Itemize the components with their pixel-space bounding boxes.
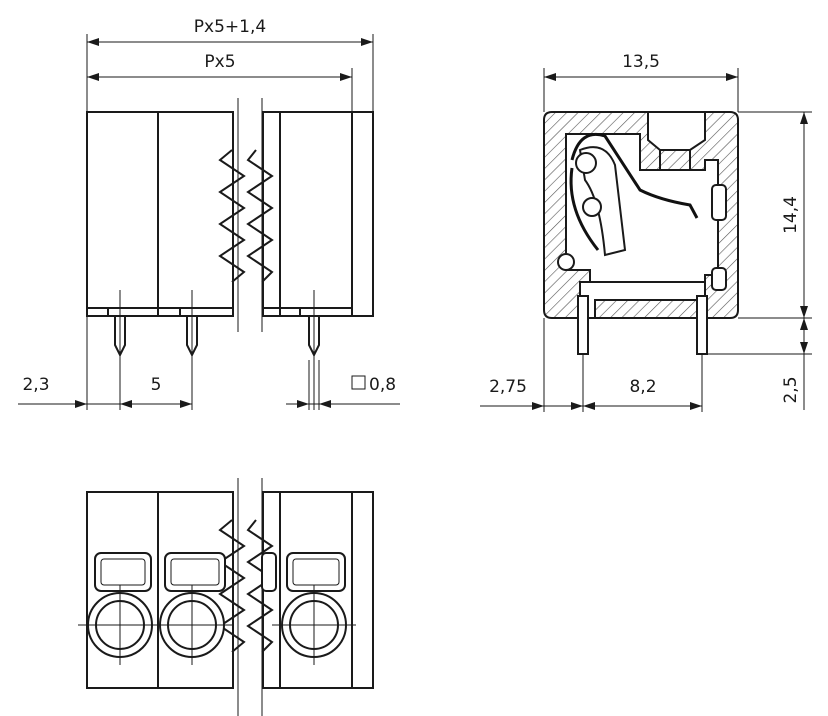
dim-pin-size: 0,8: [369, 375, 396, 395]
dim-pin-length: 2,5: [781, 376, 801, 403]
dim-depth: 13,5: [622, 52, 660, 72]
clamping-spring: [570, 133, 699, 219]
dim-total-width: Px5+1,4: [194, 17, 266, 37]
pusher-1: [94, 552, 152, 592]
side-slot-upper: [711, 184, 727, 221]
wire-hole-2: [150, 585, 234, 665]
wire-entry: [647, 111, 706, 151]
dim-height: 14,4: [781, 196, 801, 234]
wire-hole-1: [78, 585, 162, 665]
pivot-circle-bottom: [557, 253, 575, 271]
pivot-circle-middle: [582, 197, 602, 217]
pusher-2: [164, 552, 226, 592]
wire-hole-3: [272, 585, 356, 665]
pusher-3: [286, 552, 346, 592]
dim-pitch-width: Px5: [204, 52, 235, 72]
side-dimensions: 13,5 14,4 2,5 2,75 8,2: [480, 52, 812, 412]
side-slot-lower: [711, 267, 727, 291]
side-pin-left: [577, 295, 589, 355]
dim-edge-offset: 2,3: [22, 375, 49, 395]
break-zigzag-left: [218, 149, 246, 283]
pivot-circle-top: [575, 152, 597, 174]
square-symbol-icon: [351, 375, 366, 390]
actuator-lever: [578, 146, 627, 257]
side-pin-right: [696, 295, 708, 355]
pin-1: [114, 290, 126, 410]
top-view: [78, 478, 374, 716]
dim-side-offset: 2,75: [489, 377, 527, 397]
pin-3: [308, 290, 320, 410]
front-dimensions: Px5+1,4 Px5 2,3 5 0,8: [18, 17, 400, 410]
dim-pin-spacing: 8,2: [629, 377, 656, 397]
dim-pitch: 5: [151, 375, 162, 395]
front-view: [86, 98, 374, 410]
break-zigzag-right: [246, 149, 274, 283]
front-body-left: [86, 111, 234, 317]
side-view: [543, 111, 739, 355]
pin-2: [186, 290, 198, 410]
